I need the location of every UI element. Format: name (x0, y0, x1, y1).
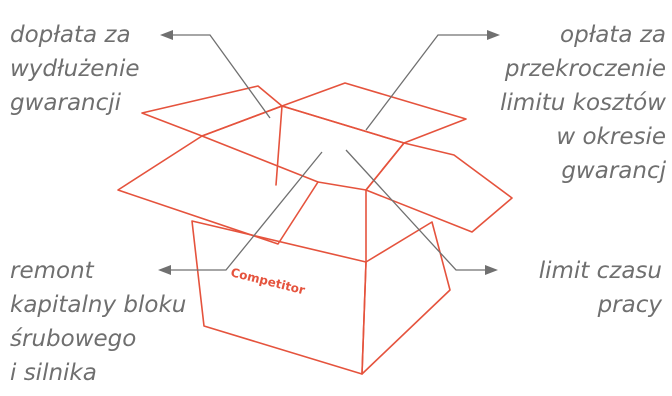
label-line: remont (10, 258, 95, 284)
leader-bottom-left (170, 151, 323, 271)
box-inner-corner (275, 105, 283, 186)
label-line: dopłata za (10, 22, 131, 48)
box-rim (201, 105, 405, 191)
label-top-right: opłata za przekroczenie limitu kosztów w… (500, 22, 666, 184)
arrow-bottom-right-icon (485, 265, 498, 275)
label-line: kapitalny bloku (10, 292, 186, 318)
label-line: opłata za (560, 22, 666, 48)
label-line: gwarancj (561, 158, 666, 184)
arrow-top-left-icon (160, 30, 173, 40)
label-line: w okresie (556, 124, 666, 150)
label-line: limit czasu (539, 258, 662, 284)
leader-top-right (365, 34, 488, 131)
arrow-bottom-left-icon (158, 265, 171, 275)
label-top-left: dopłata za wydłużenie gwarancji (10, 22, 140, 116)
label-line: pracy (597, 292, 663, 318)
label-line: limitu kosztów (500, 90, 666, 116)
box-flap-back-left (141, 85, 283, 137)
box-flap-right (365, 142, 513, 233)
label-bottom-right: limit czasu pracy (539, 258, 663, 318)
leader-top-left (172, 34, 271, 119)
label-line: przekroczenie (504, 56, 666, 82)
leader-lines (158, 30, 500, 275)
box-side-right (361, 221, 451, 375)
leader-bottom-right (345, 149, 486, 271)
box-side-front (191, 220, 367, 375)
box-brand-text: Competitor (229, 265, 306, 297)
label-line: i silnika (10, 360, 97, 386)
label-line: śrubowego (10, 326, 136, 352)
label-line: wydłużenie (10, 56, 140, 82)
label-line: gwarancji (10, 90, 122, 116)
arrow-top-right-icon (487, 30, 500, 40)
cardboard-box-illustration: Competitor (117, 82, 513, 375)
label-bottom-left: remont kapitalny bloku śrubowego i silni… (10, 258, 186, 386)
